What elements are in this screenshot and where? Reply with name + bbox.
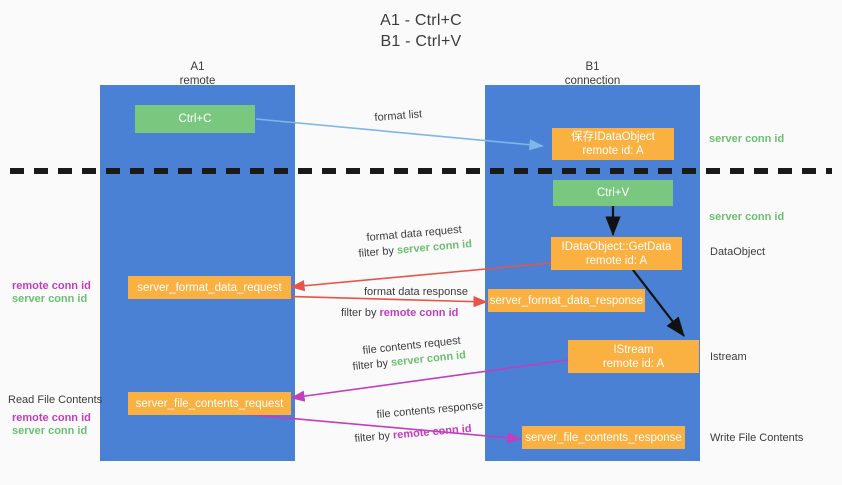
filter-prefix: filter by	[354, 429, 394, 445]
page-title: A1 - Ctrl+C B1 - Ctrl+V	[0, 10, 842, 52]
box-ctrl-v-label: Ctrl+V	[596, 187, 630, 199]
label-left-server-conn-id-1: server conn id	[12, 293, 88, 305]
label-left-remote-conn-id-1: remote conn id	[12, 280, 91, 292]
filter-prefix: filter by	[358, 244, 398, 260]
title-line-2: B1 - Ctrl+V	[380, 33, 462, 50]
box-istream[interactable]: IStream remote id: A	[568, 340, 699, 373]
box-server-file-contents-request-label: server_file_contents_request	[135, 397, 284, 410]
box-server-format-data-request[interactable]: server_format_data_request	[128, 276, 291, 299]
lane-a1-subtitle: remote	[179, 75, 216, 87]
filter-prefix: filter by	[341, 307, 380, 319]
label-format-data-response-filter: filter by remote conn id	[341, 306, 458, 320]
label-file-contents-response-filter: filter by remote conn id	[354, 422, 472, 446]
box-ctrl-c-label: Ctrl+C	[178, 113, 212, 125]
lane-b1-name: B1	[585, 61, 600, 73]
label-right-dataobject: DataObject	[710, 246, 766, 258]
box-save-idataobject-line2: remote id: A	[582, 145, 644, 157]
box-istream-line2: remote id: A	[602, 357, 665, 370]
box-server-file-contents-response[interactable]: server_file_contents_response	[522, 426, 685, 449]
label-left-read-file-contents: Read File Contents	[8, 394, 103, 406]
label-right-istream: Istream	[710, 351, 747, 363]
filter-prefix: filter by	[352, 356, 392, 373]
box-server-file-contents-request[interactable]: server_file_contents_request	[128, 392, 291, 415]
label-right-write-file-contents: Write File Contents	[710, 432, 804, 444]
lane-a1-name: A1	[190, 61, 205, 73]
box-server-format-data-response[interactable]: server_format_data_response	[488, 289, 645, 312]
box-server-file-contents-response-label: server_file_contents_response	[525, 431, 682, 444]
label-format-list: format list	[374, 108, 423, 124]
box-save-idataobject-line1: 保存IDataObject	[571, 131, 655, 143]
label-file-contents-response: file contents response	[376, 399, 484, 421]
box-server-format-data-request-label: server_format_data_request	[137, 281, 282, 294]
box-ctrl-c[interactable]: Ctrl+C	[135, 105, 255, 133]
box-getdata[interactable]: IDataObject::GetData remote id: A	[551, 237, 682, 270]
box-getdata-line2: remote id: A	[585, 254, 648, 267]
label-right-server-conn-id-mid: server conn id	[709, 211, 785, 223]
lane-b1-subtitle: connection	[564, 75, 621, 87]
box-server-format-data-response-label: server_format_data_response	[489, 294, 644, 307]
filter-value-remote-conn-id: remote conn id	[379, 307, 459, 319]
label-right-server-conn-id-top: server conn id	[709, 133, 785, 145]
dashed-separator	[10, 168, 832, 174]
box-getdata-line1: IDataObject::GetData	[561, 240, 672, 253]
lane-header-b1: B1 connection	[485, 60, 700, 88]
label-format-data-response: format data response	[364, 286, 468, 298]
filter-value-remote-conn-id: remote conn id	[392, 422, 473, 442]
box-ctrl-v[interactable]: Ctrl+V	[553, 180, 673, 206]
lane-header-a1: A1 remote	[100, 60, 295, 88]
title-line-1: A1 - Ctrl+C	[380, 12, 462, 29]
box-save-idataobject[interactable]: 保存IDataObject remote id: A	[552, 128, 674, 160]
label-left-remote-conn-id-2: remote conn id	[12, 412, 91, 424]
label-left-server-conn-id-2: server conn id	[12, 425, 88, 437]
box-istream-line1: IStream	[613, 343, 654, 356]
